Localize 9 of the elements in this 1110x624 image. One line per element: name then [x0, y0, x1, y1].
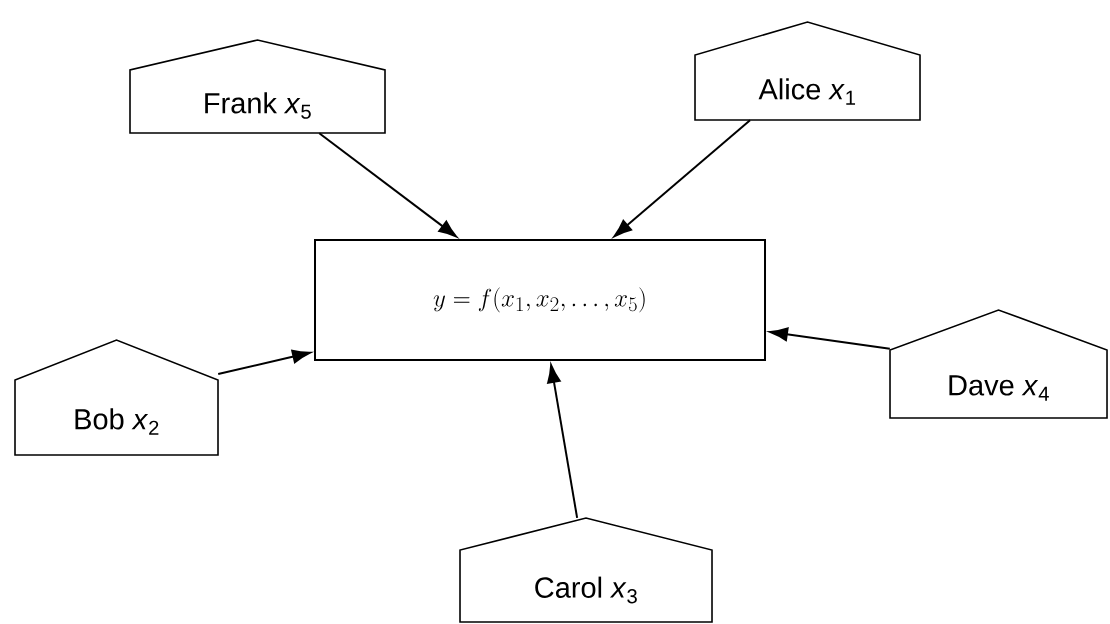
house-node: Frank x$_{5}$: [129, 39, 386, 134]
house-node: Carol x$_{3}$: [459, 517, 713, 623]
house-node: Alice x$_{1}$: [694, 21, 921, 121]
house-node: Dave x$_{4}$: [889, 309, 1108, 419]
house-node: Bob x$_{2}$: [14, 339, 219, 456]
arrow: [217, 349, 311, 375]
formula-box: $y = f(x_1, x_2, \ldots, x_5)$: [314, 239, 766, 361]
arrow: [318, 132, 457, 238]
arrow: [613, 119, 752, 238]
